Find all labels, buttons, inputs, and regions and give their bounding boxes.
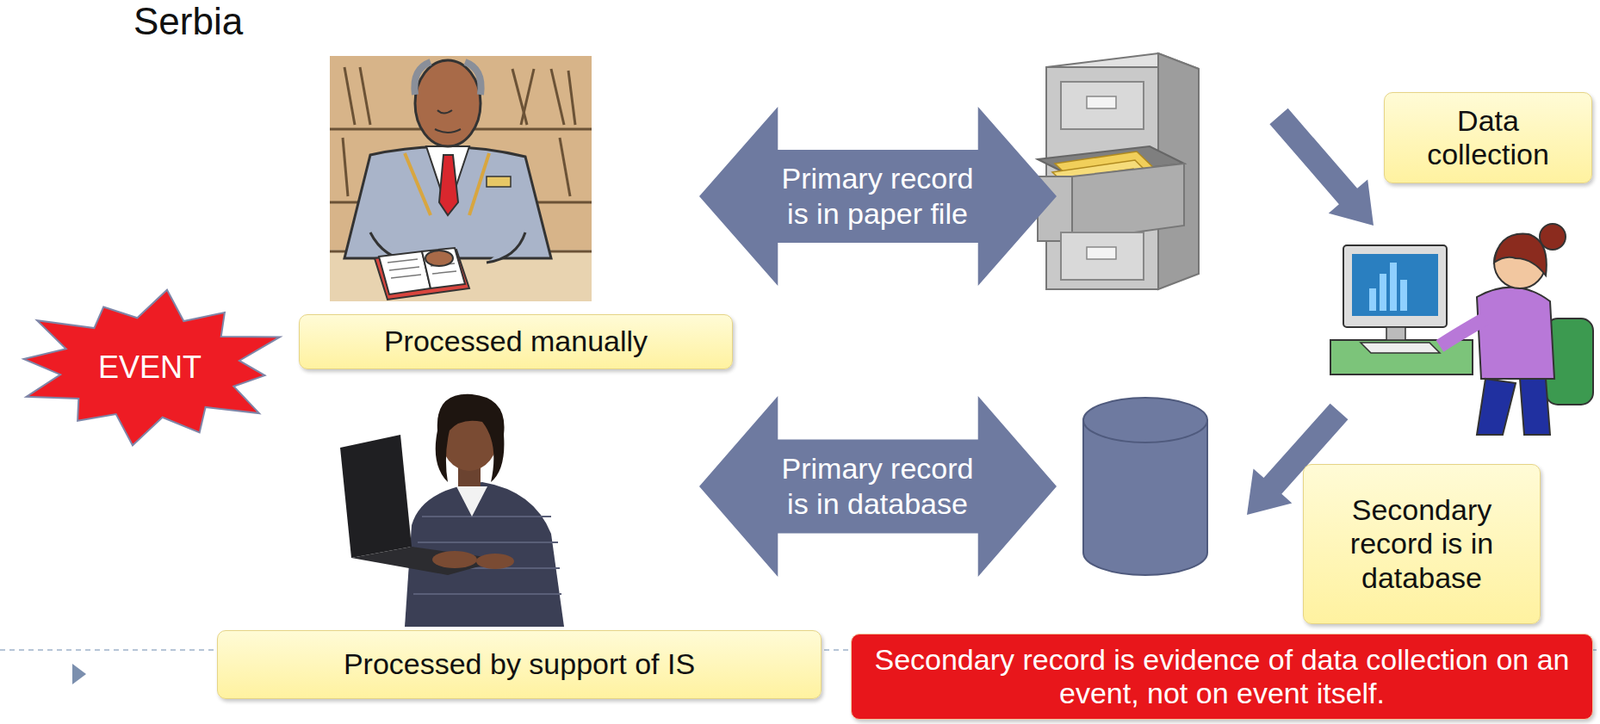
clerk-illustration <box>486 176 511 187</box>
clerk-illustration <box>551 68 565 125</box>
clerk-illustration <box>387 259 418 263</box>
node-text: Processed by support of IS <box>229 647 809 682</box>
double-arrow: Primary record is in paper file <box>699 106 1057 286</box>
filing-cabinet <box>1060 81 1144 130</box>
clerk-illustration <box>439 155 459 216</box>
clerk-illustration <box>359 67 371 125</box>
slide-title-fragment: Serbia <box>133 2 243 41</box>
clerk-illustration <box>414 62 431 95</box>
filing-cabinet <box>1086 247 1117 260</box>
is-user-photo <box>417 541 559 544</box>
double-arrow: Primary record is in database <box>699 396 1057 577</box>
step-box: Processed by support of IS <box>217 630 822 700</box>
double-arrow-shape <box>699 396 1057 577</box>
step-box: Processed manually <box>298 314 733 370</box>
clerk-illustration <box>486 232 526 263</box>
data-clerk-illustration <box>1351 254 1439 317</box>
node-text: Processed manually <box>311 324 720 359</box>
data-clerk-illustration <box>1379 273 1387 311</box>
clerk-illustration <box>415 60 481 147</box>
bullet-triangle <box>72 663 87 685</box>
is-user-photo <box>456 486 488 517</box>
clerk-illustration <box>432 271 457 274</box>
is-user-photo <box>413 516 562 595</box>
clerk-illustration <box>421 248 466 289</box>
is-user-photo <box>432 551 478 569</box>
data-clerk-illustration <box>1389 262 1397 311</box>
burst-shape <box>24 290 281 447</box>
is-user-photo <box>435 394 505 483</box>
flow-arrow <box>1269 108 1374 226</box>
clerk-illustration <box>520 68 534 125</box>
data-clerk-illustration <box>1539 223 1566 250</box>
event-burst: EVENT <box>6 286 294 449</box>
bullet-triangle <box>72 663 87 685</box>
data-clerk-illustration <box>1494 234 1547 276</box>
clerk-illustration <box>437 110 453 114</box>
note-box: Secondary record is evidence of data col… <box>850 633 1594 720</box>
clerk-illustration <box>390 274 422 279</box>
is-user-photo <box>476 553 515 570</box>
is-user-photo <box>421 515 552 518</box>
node-text: Primary record is in paper file <box>774 161 981 232</box>
data-clerk-illustration <box>1519 378 1551 435</box>
clerk-illustration <box>404 153 431 216</box>
data-clerk-illustration <box>1400 279 1408 311</box>
clerk-illustration <box>389 266 420 271</box>
clerk-illustration <box>512 68 528 125</box>
double-arrow-shape <box>699 106 1057 286</box>
is-user-photo <box>340 434 412 559</box>
database-cylinder <box>1083 397 1208 443</box>
filing-cabinet <box>1037 53 1199 290</box>
double-arrow-shape <box>699 106 1057 286</box>
flow-arrow <box>1269 108 1374 226</box>
filing-cabinet <box>1072 163 1185 242</box>
data-clerk-illustration <box>1439 318 1486 347</box>
database-cylinder <box>1083 397 1208 576</box>
data-clerk-illustration <box>1476 378 1516 435</box>
node-text: EVENT <box>98 350 202 385</box>
step-box: Data collection <box>1383 92 1593 184</box>
data-clerk-illustration <box>1476 287 1555 379</box>
clerk-illustration <box>425 250 453 267</box>
node-text: Primary record is in database <box>774 451 981 522</box>
clerk-illustration <box>434 129 461 133</box>
clerk-illustration <box>344 67 355 125</box>
node-text: Data collection <box>1396 104 1580 172</box>
is-user-photo <box>413 593 562 596</box>
filing-cabinet <box>1086 96 1117 109</box>
data-clerk-illustration <box>1386 327 1406 341</box>
data-clerk-illustration <box>1369 262 1408 311</box>
clerk-illustration <box>342 137 348 197</box>
filing-cabinet <box>1060 232 1144 280</box>
double-arrow-shape <box>699 396 1057 577</box>
data-clerk-illustration <box>1360 342 1440 354</box>
clerk-illustration <box>559 137 571 197</box>
clerk-illustration <box>329 55 592 302</box>
clerk-illustration <box>329 55 592 267</box>
step-box: Secondary record is in database <box>1302 464 1541 625</box>
node-text: Secondary record is evidence of data col… <box>863 643 1581 711</box>
clerk-illustration <box>465 62 482 95</box>
data-clerk-illustration <box>1330 223 1594 435</box>
data-clerk-illustration <box>1369 288 1377 311</box>
clerk-illustration <box>568 70 576 125</box>
data-clerk-illustration <box>1343 245 1447 328</box>
is-user-photo <box>340 394 565 627</box>
node-text: Secondary record is in database <box>1315 493 1528 595</box>
